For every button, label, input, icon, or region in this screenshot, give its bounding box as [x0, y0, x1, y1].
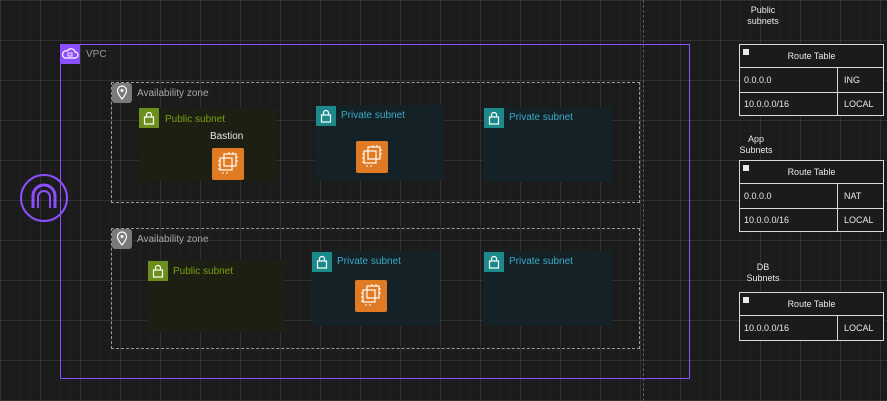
route-table-title: Route Table	[787, 167, 836, 177]
lock-icon	[148, 261, 168, 281]
route-row: 10.0.0.0/16 LOCAL	[740, 92, 883, 116]
availability-zone-label: Availability zone	[137, 88, 209, 99]
route-table-header: Route Table	[740, 293, 883, 316]
private-subnet-db-az1[interactable]	[483, 107, 612, 182]
route-row: 0.0.0.0 NAT	[740, 184, 883, 208]
vpc-icon	[60, 44, 80, 64]
location-pin-icon	[112, 229, 132, 249]
db-subnets-title: DB Subnets	[733, 262, 793, 284]
route-table-title: Route Table	[787, 299, 836, 309]
public-subnet-label: Public subnet	[165, 114, 226, 125]
group-title-line: DB	[756, 262, 770, 272]
ec2-instance-icon[interactable]	[356, 141, 388, 173]
private-subnet-label: Private subnet	[509, 112, 573, 123]
private-subnet-label: Private subnet	[509, 256, 573, 267]
bastion-label: Bastion	[210, 131, 244, 142]
route-destination: 0.0.0.0	[744, 191, 772, 201]
route-destination: 10.0.0.0/16	[744, 323, 790, 333]
availability-zone-2[interactable]	[111, 228, 640, 349]
lock-icon	[316, 106, 336, 126]
route-row: 10.0.0.0/16 LOCAL	[740, 316, 883, 340]
route-destination: 0.0.0.0	[744, 75, 772, 85]
vpc-label: VPC	[86, 49, 107, 60]
ec2-instance-icon[interactable]	[355, 280, 387, 312]
public-subnets-title: Public subnets	[733, 5, 793, 27]
page-divider	[643, 0, 644, 401]
availability-zone-1[interactable]	[111, 82, 640, 203]
route-row: 10.0.0.0/16 LOCAL	[740, 208, 883, 232]
vpc-container[interactable]	[60, 44, 690, 379]
public-subnet-az1[interactable]	[139, 108, 276, 181]
lock-icon	[484, 252, 504, 272]
collapse-icon[interactable]	[743, 165, 749, 171]
route-destination: 10.0.0.0/16	[744, 215, 790, 225]
internet-gateway-icon[interactable]	[20, 174, 68, 222]
group-title-line: Subnets	[746, 273, 780, 283]
route-table-header: Route Table	[740, 161, 883, 184]
ec2-instance-icon[interactable]	[212, 148, 244, 180]
group-title-line: Subnets	[739, 145, 773, 155]
route-destination: 10.0.0.0/16	[744, 99, 790, 109]
route-target: NAT	[837, 184, 882, 208]
group-title-line: Public	[750, 5, 776, 15]
lock-icon	[484, 108, 504, 128]
row-divider	[740, 208, 883, 209]
route-target: LOCAL	[837, 92, 882, 116]
lock-icon	[312, 252, 332, 272]
public-subnet-label: Public subnet	[173, 266, 234, 277]
route-target: LOCAL	[837, 208, 882, 232]
lock-icon	[139, 108, 159, 128]
route-table-title: Route Table	[787, 51, 836, 61]
collapse-icon[interactable]	[743, 49, 749, 55]
private-subnet-label: Private subnet	[341, 110, 405, 121]
public-subnet-az2[interactable]	[147, 260, 284, 332]
private-subnet-db-az2[interactable]	[483, 251, 612, 326]
location-pin-icon	[112, 83, 132, 103]
group-title-line: subnets	[747, 16, 779, 26]
route-table-app[interactable]: Route Table 0.0.0.0 NAT 10.0.0.0/16 LOCA…	[739, 160, 884, 232]
collapse-icon[interactable]	[743, 297, 749, 303]
route-target: LOCAL	[837, 316, 882, 340]
private-subnet-label: Private subnet	[337, 256, 401, 267]
app-subnets-title: App Subnets	[726, 134, 786, 156]
availability-zone-label: Availability zone	[137, 234, 209, 245]
route-row: 0.0.0.0 ING	[740, 68, 883, 92]
route-table-header: Route Table	[740, 45, 883, 68]
row-divider	[740, 92, 883, 93]
group-title-line: App	[747, 134, 764, 144]
route-target: ING	[837, 68, 882, 92]
route-table-db[interactable]: Route Table 10.0.0.0/16 LOCAL	[739, 292, 884, 341]
route-table-public[interactable]: Route Table 0.0.0.0 ING 10.0.0.0/16 LOCA…	[739, 44, 884, 116]
